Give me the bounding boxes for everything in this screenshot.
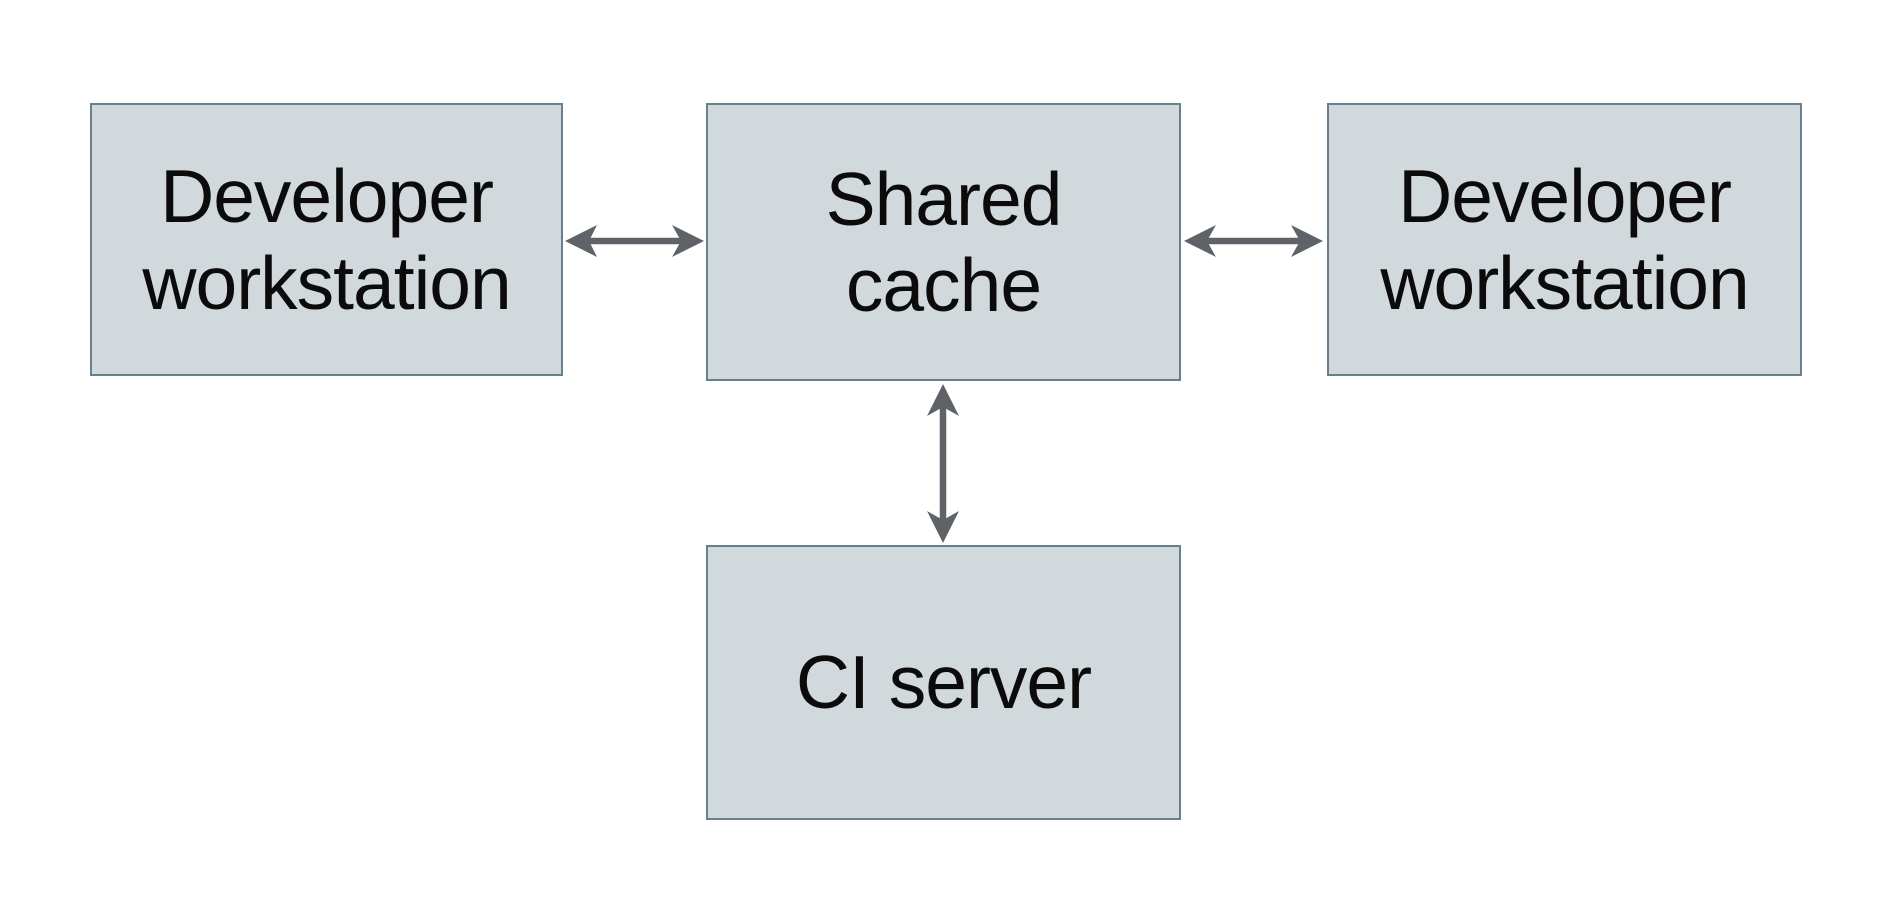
arrowhead-down-icon	[927, 511, 959, 543]
node-ci-server: CI server	[706, 545, 1181, 820]
arrowhead-right-icon	[1291, 225, 1323, 257]
arrowhead-left-icon	[565, 225, 597, 257]
node-shared-cache: Shared cache	[706, 103, 1181, 381]
bidirectional-arrow-cache-ci-server	[927, 384, 959, 543]
bidirectional-arrow-left-workstation-cache	[565, 225, 704, 257]
arrowhead-up-icon	[927, 384, 959, 416]
node-developer-workstation-right: Developer workstation	[1327, 103, 1802, 376]
arrowhead-left-icon	[1184, 225, 1216, 257]
bidirectional-arrow-cache-right-workstation	[1184, 225, 1323, 257]
arrowhead-right-icon	[672, 225, 704, 257]
node-developer-workstation-left: Developer workstation	[90, 103, 563, 376]
